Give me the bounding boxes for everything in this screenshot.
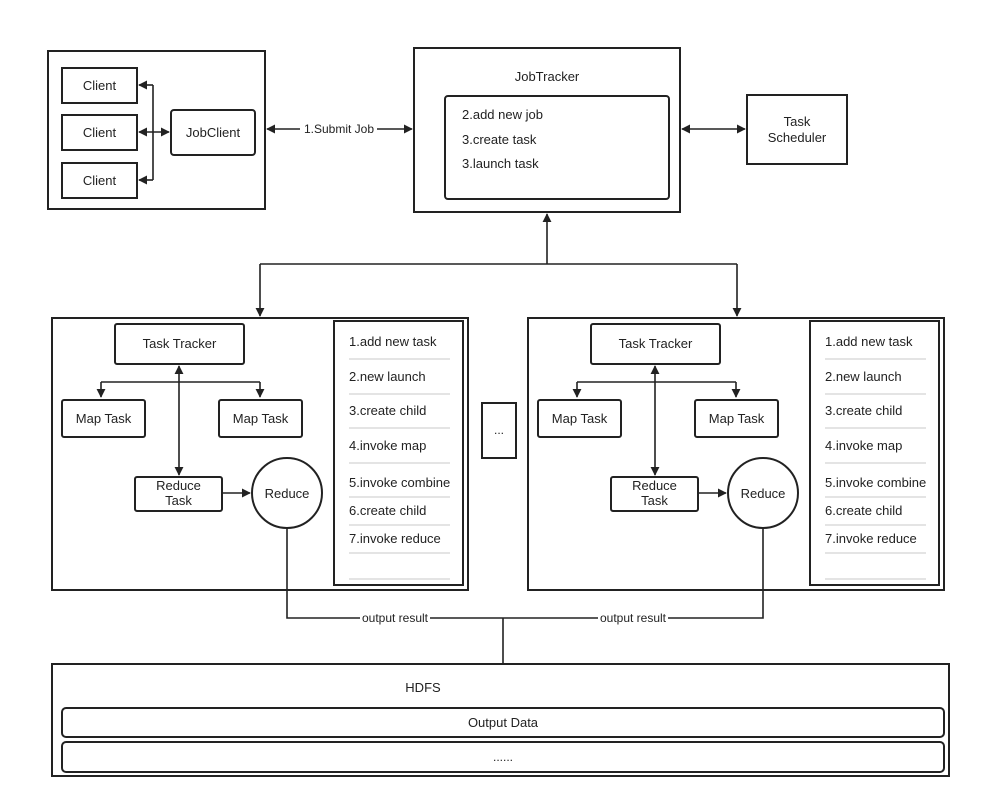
jobtracker-title: JobTracker	[515, 69, 580, 84]
reduce-task-label-2: Task	[165, 493, 192, 508]
more-nodes-box	[481, 402, 517, 459]
jobtracker: JobTracker 2.add new job 3.create task 3…	[413, 47, 681, 213]
task-tracker-label: Task Tracker	[619, 336, 693, 351]
task-tracker-box[interactable]	[114, 323, 245, 365]
jobclient-box[interactable]	[170, 109, 256, 156]
output-result-label-2: output result	[600, 611, 667, 625]
reduce-task-box[interactable]	[610, 476, 699, 512]
steps-panel	[333, 320, 464, 586]
client-box-3[interactable]	[61, 162, 138, 199]
step-1: 1.add new task	[349, 334, 437, 349]
reduce-task-label-1: Reduce	[156, 478, 201, 493]
reduce-label: Reduce	[741, 486, 786, 501]
map-task-label-1: Map Task	[552, 411, 608, 426]
client-label-3: Client	[83, 173, 117, 188]
jobtracker-step-2: 3.create task	[462, 132, 537, 147]
reduce-label: Reduce	[265, 486, 310, 501]
task-scheduler-label-1: Task	[784, 114, 811, 129]
step-2: 2.new launch	[825, 369, 902, 384]
step-7: 7.invoke reduce	[825, 531, 917, 546]
hdfs-title: HDFS	[405, 680, 441, 695]
output-data-label: Output Data	[468, 715, 539, 730]
reduce-task-box[interactable]	[134, 476, 223, 512]
tasktracker-node-2: Task Tracker Map Task Map Task Reduce Ta…	[527, 317, 945, 591]
task-scheduler-label-2: Scheduler	[768, 130, 827, 145]
jobtracker-steps-box	[444, 95, 670, 200]
output-data-row[interactable]	[61, 707, 945, 738]
step-6: 6.create child	[825, 503, 902, 518]
step-5: 5.invoke combine	[825, 475, 926, 490]
map-task-label-1: Map Task	[76, 411, 132, 426]
jobclient-label: JobClient	[186, 125, 241, 140]
task-tracker-box[interactable]	[590, 323, 721, 365]
reduce-task-label-2: Task	[641, 493, 668, 508]
output-result-label-1: output result	[362, 611, 429, 625]
step-5: 5.invoke combine	[349, 475, 450, 490]
task-scheduler: Task Scheduler	[746, 94, 848, 165]
reduce-task-label-1: Reduce	[632, 478, 677, 493]
jobtracker-step-1: 2.add new job	[462, 107, 543, 122]
step-7: 7.invoke reduce	[349, 531, 441, 546]
step-6: 6.create child	[349, 503, 426, 518]
tasktracker-node-1: Task Tracker Map Task Map Task Reduce Ta…	[51, 317, 469, 591]
task-tracker-label: Task Tracker	[143, 336, 217, 351]
step-3: 3.create child	[349, 403, 426, 418]
map-task-box-1[interactable]	[537, 399, 622, 438]
output-line-right	[668, 528, 764, 619]
step-1: 1.add new task	[825, 334, 913, 349]
client-label-2: Client	[83, 125, 117, 140]
map-task-box-2[interactable]	[218, 399, 303, 438]
map-task-box-2[interactable]	[694, 399, 779, 438]
client-group: Client Client Client JobClient	[47, 50, 266, 210]
output-line-left-a	[286, 528, 360, 619]
hdfs: HDFS Output Data ......	[51, 663, 950, 777]
more-nodes-label: ...	[494, 423, 504, 437]
step-4: 4.invoke map	[349, 438, 426, 453]
jobtracker-step-3: 3.launch task	[462, 156, 539, 171]
step-3: 3.create child	[825, 403, 902, 418]
hdfs-more-row[interactable]	[61, 741, 945, 773]
hdfs-more-label: ......	[493, 750, 513, 764]
client-box-1[interactable]	[61, 67, 138, 104]
submit-job-label: 1.Submit Job	[304, 122, 374, 136]
client-box-2[interactable]	[61, 114, 138, 151]
step-4: 4.invoke map	[825, 438, 902, 453]
map-task-box-1[interactable]	[61, 399, 146, 438]
client-label-1: Client	[83, 78, 117, 93]
step-2: 2.new launch	[349, 369, 426, 384]
steps-panel	[809, 320, 940, 586]
map-task-label-2: Map Task	[709, 411, 765, 426]
map-task-label-2: Map Task	[233, 411, 289, 426]
task-scheduler-box[interactable]	[746, 94, 848, 165]
